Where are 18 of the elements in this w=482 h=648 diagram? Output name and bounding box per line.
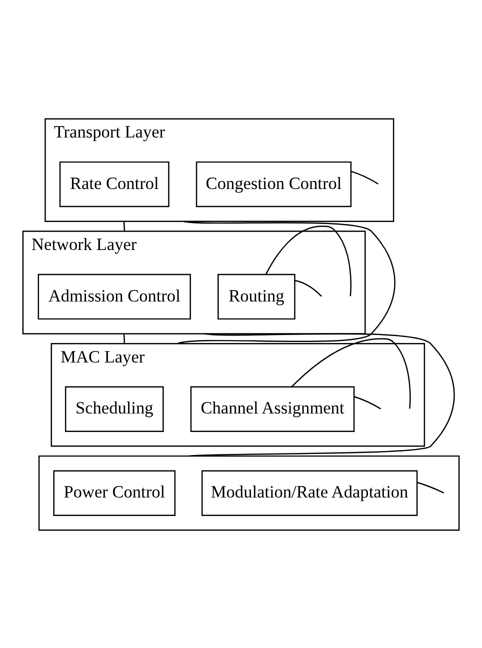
node-box: Power Control <box>53 470 176 516</box>
connector <box>265 225 352 296</box>
connector <box>123 333 126 344</box>
connector <box>294 279 322 296</box>
connector <box>123 220 126 231</box>
connector <box>188 332 455 456</box>
connector <box>291 338 411 408</box>
connector <box>351 170 379 184</box>
connector <box>354 396 382 409</box>
node-box: Routing <box>218 273 296 320</box>
cluster <box>38 454 460 530</box>
connector <box>417 481 444 493</box>
node-box: Admission Control <box>38 273 191 320</box>
node-box: Channel Assignment <box>190 386 355 432</box>
node-box: Scheduling <box>64 386 164 432</box>
node-box: Modulation/Rate Adaptation <box>201 470 418 516</box>
node-box: Rate Control <box>59 160 170 207</box>
node-box: Congestion Control <box>196 160 352 207</box>
